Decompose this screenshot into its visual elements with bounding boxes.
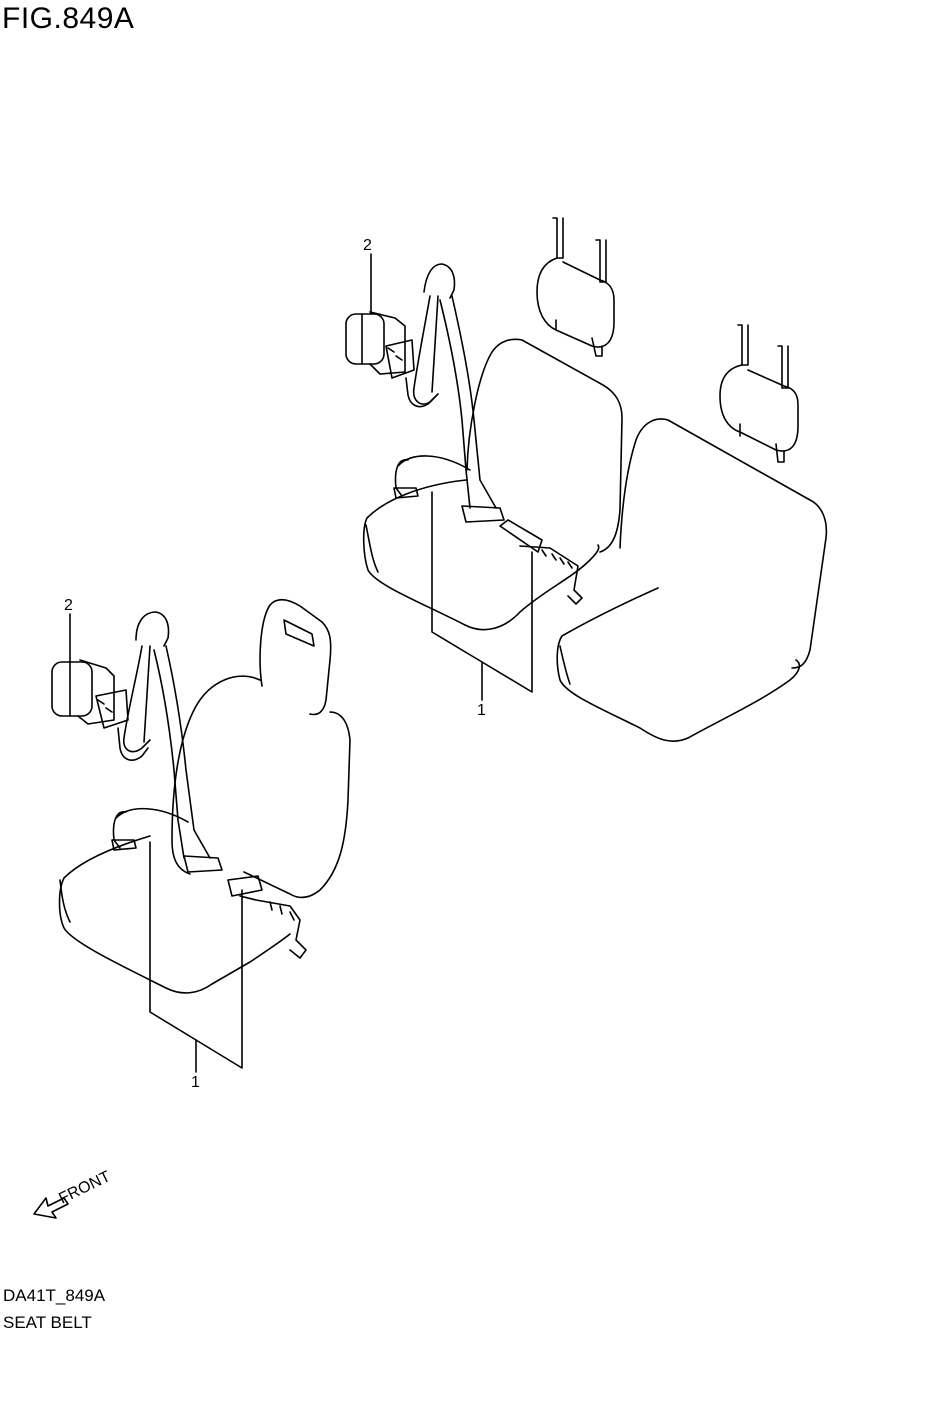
- front-direction-arrow: [33, 1197, 69, 1219]
- figure-code: DA41T_849A: [3, 1286, 106, 1305]
- rear-seat-belt: [393, 263, 583, 605]
- rear-bench-seat: [362, 217, 828, 742]
- figure-name: SEAT BELT: [3, 1313, 92, 1332]
- front-belt-callout: 1: [191, 1074, 200, 1091]
- rear-retractor: [345, 311, 435, 408]
- rear-retractor-callout: 2: [363, 237, 372, 254]
- figure-title: FIG.849A: [2, 2, 135, 35]
- front-bucket-seat: [58, 598, 351, 994]
- rear-left-headrest: [536, 217, 615, 357]
- front-belt-leader: [149, 841, 243, 1069]
- front-retractor: [51, 659, 149, 761]
- front-seat-belt: [111, 611, 307, 959]
- rear-right-headrest: [719, 324, 799, 463]
- rear-belt-callout: 1: [477, 702, 486, 719]
- front-direction-label: FRONT: [56, 1168, 113, 1208]
- front-retractor-callout: 2: [64, 597, 73, 614]
